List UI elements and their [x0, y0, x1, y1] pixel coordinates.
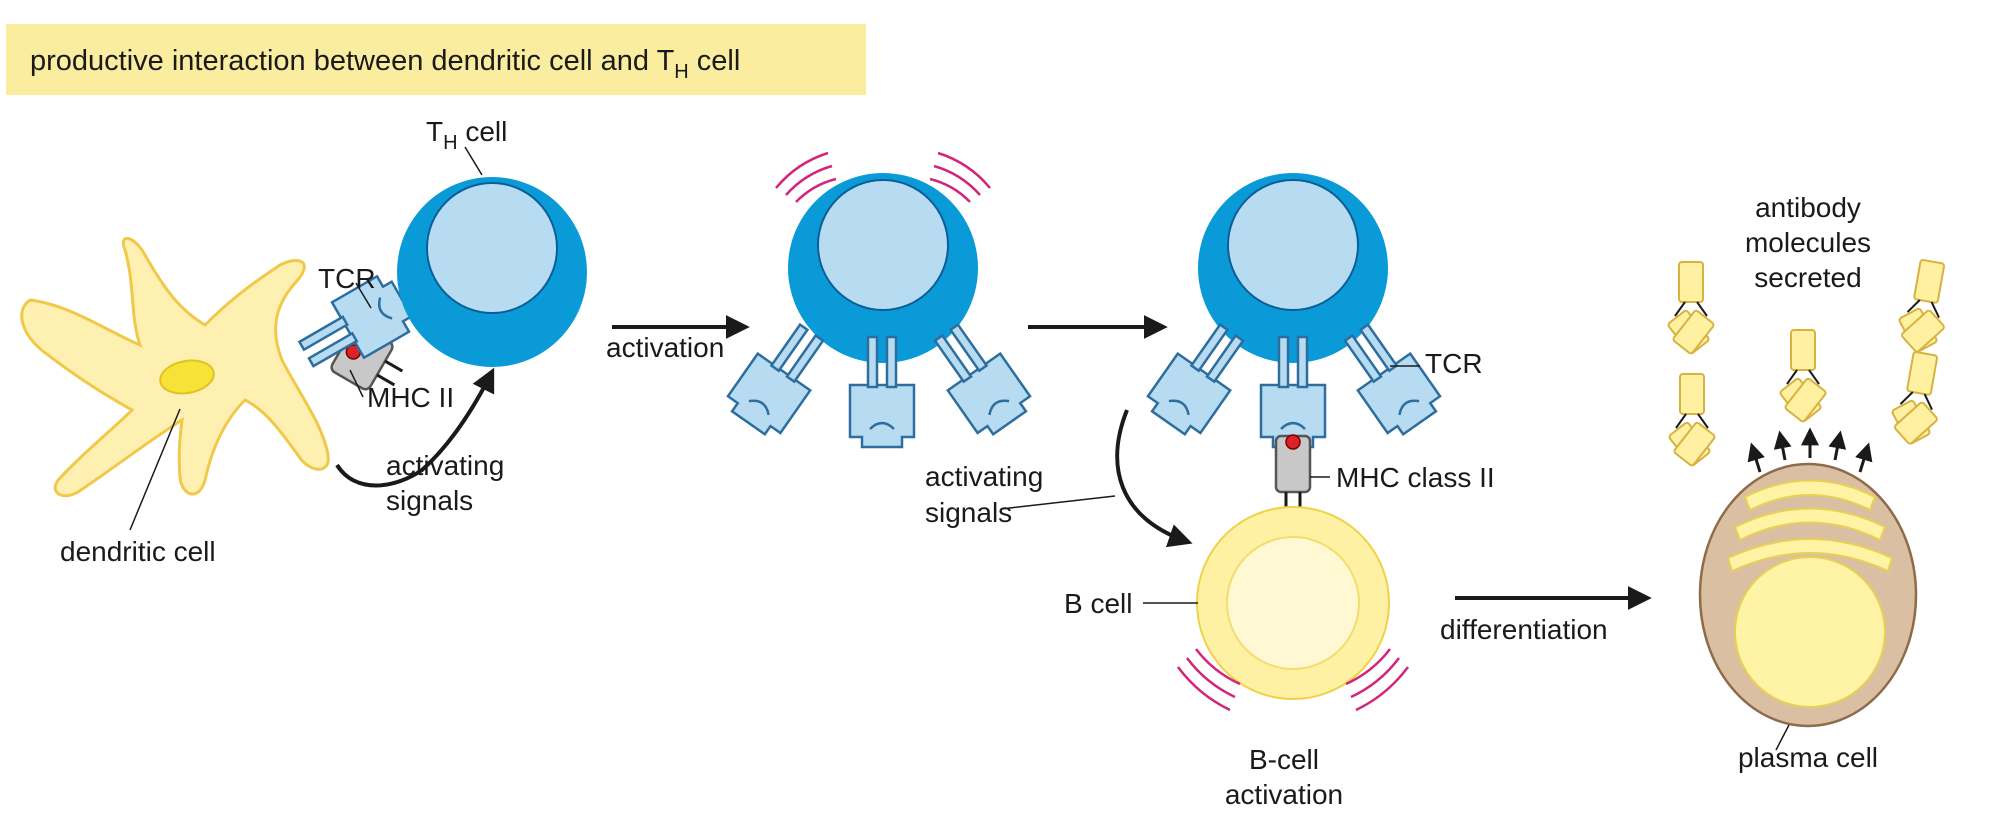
er-band-2	[1733, 507, 1887, 542]
signal-arcs-b-cell	[1176, 648, 1410, 712]
arrows	[335, 315, 1873, 610]
activating-signals-arrow-mid	[1115, 409, 1193, 548]
plasma-cell-label: plasma cell	[1738, 742, 1878, 773]
th-cell-1-nucleus	[426, 182, 558, 314]
b-cell-nucleus	[1226, 536, 1360, 670]
th-cell-1	[397, 177, 587, 367]
antibody-2	[1892, 256, 1957, 358]
leader-th-cell	[464, 146, 483, 176]
activating-mid-label-2: signals	[925, 497, 1012, 528]
b-cell	[1176, 506, 1410, 712]
th-cell-3	[1140, 173, 1448, 449]
activation-label: activation	[606, 332, 724, 363]
secretion-arrow-5	[1855, 442, 1873, 473]
peptide-dot-right	[1285, 434, 1301, 450]
leader-mhc-ii	[349, 369, 364, 398]
signal-arcs-th2	[775, 151, 991, 203]
tcr-left-label: TCR	[318, 263, 376, 294]
antibody-4	[1667, 373, 1717, 468]
secretion-arrow-1	[1747, 442, 1765, 473]
antibody-3	[1778, 329, 1828, 424]
th-cell-label: TH cell	[426, 116, 507, 154]
er-band-1	[1743, 479, 1877, 512]
title-background	[6, 24, 866, 95]
th-cell-2-nucleus	[817, 179, 949, 311]
b-cell-activation-label-2: activation	[1225, 779, 1343, 810]
mhc-class-ii-right	[1274, 434, 1312, 514]
activating-left-label-1: activating	[386, 450, 504, 481]
dendritic-cell	[20, 237, 330, 498]
er-band-3	[1726, 538, 1894, 573]
title-text: productive interaction between dendritic…	[30, 45, 740, 83]
antibody-1	[1666, 261, 1716, 356]
plasma-cell	[1698, 462, 1918, 728]
b-cell-label: B cell	[1064, 588, 1132, 619]
secretion-arrow-4	[1828, 430, 1847, 461]
antibody-label-3: secreted	[1754, 262, 1861, 293]
leader-lines	[129, 146, 1790, 751]
dendritic-cell-label: dendritic cell	[60, 536, 216, 567]
th-cell-3-nucleus	[1227, 179, 1359, 311]
title-banner: productive interaction between dendritic…	[6, 24, 866, 95]
differentiation-label: differentiation	[1440, 614, 1608, 645]
leader-plasma	[1775, 724, 1790, 751]
leader-dendritic	[129, 408, 181, 531]
plasma-cell-nucleus	[1734, 556, 1886, 708]
antibody-label-2: molecules	[1745, 227, 1871, 258]
leader-activating-mid	[1000, 495, 1116, 510]
antibody-label-1: antibody	[1755, 192, 1861, 223]
leader-tcr-left	[355, 282, 372, 309]
b-cell-activation-label-1: B-cell	[1249, 744, 1319, 775]
activating-mid-label-1: activating	[925, 461, 1043, 492]
activating-signals-arrow-left	[335, 367, 495, 488]
mhc-ii-label: MHC II	[367, 382, 454, 413]
mhc-class-ii-label: MHC class II	[1336, 462, 1495, 493]
antibody-5	[1885, 348, 1950, 450]
secretion-arrow-2	[1773, 430, 1792, 461]
tcr-right-label: TCR	[1425, 348, 1483, 379]
activating-left-label-2: signals	[386, 485, 473, 516]
th-cell-2	[720, 151, 1038, 449]
dendritic-nucleus	[159, 359, 215, 395]
